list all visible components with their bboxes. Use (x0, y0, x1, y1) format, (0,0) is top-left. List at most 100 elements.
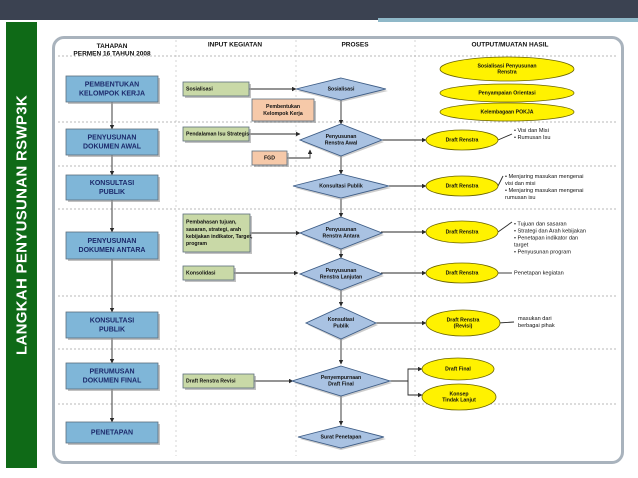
process-konsultasi-publik-1-line: Konsultasi Publik (319, 183, 363, 189)
input-pendalaman-isu-label: Pendalaman Isu Strategis (186, 131, 249, 137)
output-kelembagaan-pokja (439, 102, 575, 122)
output-konsep-tindak-lanjut (421, 383, 497, 411)
output-draft-renstra-2-shape (425, 175, 499, 197)
process-penyusunan-renstra-awal-line: Penyusunan (326, 134, 357, 140)
output-draft-renstra-1-shape (425, 129, 499, 151)
output-draft-renstra-1 (425, 129, 499, 151)
process-sosialisasi-shape (295, 77, 387, 101)
process-surat-penetapan (297, 425, 386, 450)
input-pembahasan-line: kebijakan indikator, Target, (186, 234, 253, 240)
input-pendalaman-isu-shape (182, 126, 250, 142)
input-pembahasan-line: Pembahasan tujuan, (186, 220, 237, 226)
output-draft-renstra-revisi-line: (Revisi) (454, 323, 473, 329)
stage-konsultasi-publik-2 (65, 311, 160, 340)
note-menjaring-masukan-line: • Menjaring masukan mengenai (505, 188, 583, 194)
stage-pembentukan-kelompok-kerja (65, 75, 160, 104)
stage-pembentukan-kelompok-kerja-shape (65, 75, 159, 103)
col-header-input-line: INPUT KEGIATAN (208, 42, 263, 49)
input-pembahasan (182, 213, 252, 254)
input-pembentukan-kelompok-kerja-shape (251, 98, 315, 122)
process-penyempurnaan-draft-final-line: Penyempurnaan (321, 375, 361, 381)
output-draft-renstra-revisi (425, 309, 501, 337)
note-menjaring-masukan-line: rumusan isu (505, 195, 535, 201)
output-draft-final-shape (421, 357, 495, 381)
note-visi-misi-line: • Visi dan Misi (514, 128, 549, 134)
stage-konsultasi-publik-2-line: PUBLIK (99, 326, 125, 333)
input-fgd-line: FGD (264, 155, 275, 161)
output-draft-renstra-1-label: Draft Renstra (446, 137, 479, 143)
out-flow-final (389, 366, 423, 382)
col-header-proses-label: PROSES (341, 42, 369, 49)
output-draft-renstra-revisi-line: Draft Renstra (447, 317, 480, 323)
out-flow-konsep (407, 381, 423, 398)
input-fgd-label: FGD (264, 155, 275, 161)
output-draft-renstra-3-line: Draft Renstra (446, 229, 479, 235)
input-pembahasan-line: sasaran, strategi, arah (186, 227, 241, 233)
output-penyampaian-orientasi-label: Penyampaian Orientasi (478, 90, 536, 96)
stage-konsultasi-publik-1-line: PUBLIK (99, 189, 125, 196)
process-konsultasi-publik-2 (304, 306, 378, 341)
stage-konsultasi-publik-1 (65, 174, 160, 202)
stage-konsultasi-publik-2-line: KONSULTASI (90, 317, 135, 324)
process-penyusunan-renstra-lanjutan-line: Penyusunan (326, 268, 357, 274)
note-menjaring-masukan-line: • Menjaring masukan mengenai (505, 174, 583, 180)
output-draft-renstra-2-line: Draft Renstra (446, 183, 479, 189)
input-fgd (251, 150, 289, 167)
process-penyusunan-renstra-lanjutan-shape (298, 257, 384, 291)
process-penyempurnaan-draft-final-line: Draft Final (328, 382, 354, 388)
process-konsultasi-publik-2-line: Konsultasi (328, 317, 355, 323)
process-sosialisasi-label: Sosialisasi (328, 86, 355, 92)
input-sosialisasi (182, 81, 251, 98)
output-draft-renstra-revisi-label: Draft Renstra(Revisi) (447, 317, 480, 329)
output-sosialisasi-penyusunan-renstra-line: Sosialisasi Penyusunan (477, 63, 536, 69)
input-sosialisasi-label: Sosialisasi (186, 86, 213, 92)
stage-penyusunan-dokumen-awal (65, 128, 160, 157)
output-konsep-tindak-lanjut-line: Konsep (449, 391, 468, 397)
process-penyusunan-renstra-antara-line: Penyusunan (326, 227, 357, 233)
output-draft-final-line: Draft Final (445, 366, 471, 372)
stage-penyusunan-dokumen-antara-line: DOKUMEN ANTARA (79, 247, 146, 254)
stage-perumusan-dokumen-final (65, 362, 160, 391)
title-sidebar (6, 22, 37, 468)
stage-konsultasi-publik-1-line: KONSULTASI (90, 180, 135, 187)
stage-konsultasi-publik-2-label: KONSULTASI PUBLIK (90, 317, 135, 333)
stage-penyusunan-dokumen-antara (65, 231, 160, 261)
note-link-2 (497, 175, 504, 187)
output-kelembagaan-pokja-line: Kelembagaan POKJA (480, 109, 533, 115)
note-tujuan-sasaran-line: • Penyusunan program (514, 249, 571, 255)
stage-perumusan-dokumen-final-line: PERUMUSAN (89, 368, 134, 375)
output-sosialisasi-penyusunan-renstra-line: Renstra (497, 69, 516, 75)
stage-perumusan-dokumen-final-line: DOKUMEN FINAL (83, 377, 142, 384)
stage-pembentukan-kelompok-kerja-line: KELOMPOK KERJA (79, 90, 145, 97)
process-penyempurnaan-draft-final (290, 365, 392, 398)
process-penyusunan-renstra-awal-shape (298, 123, 384, 157)
stage-penetapan (65, 421, 160, 445)
note-link-1 (497, 133, 513, 141)
note-masukan-berbagai-pihak-line: berbagai pihak (518, 323, 555, 329)
process-penyusunan-renstra-lanjutan (298, 257, 384, 292)
output-draft-final-label: Draft Final (445, 366, 471, 372)
stage-konsultasi-publik-2-shape (65, 311, 159, 339)
note-visi-misi-label: • Visi dan Misi• Rumusan Isu (514, 128, 550, 141)
stage-penyusunan-dokumen-awal-line: PENYUSUNAN (87, 134, 136, 141)
output-draft-renstra-1-line: Draft Renstra (446, 137, 479, 143)
col-header-proses-line: PROSES (341, 42, 369, 49)
input-draft-renstra-revisi-line: Draft Renstra Revisi (186, 378, 236, 384)
process-surat-penetapan-line: Surat Penetapan (321, 434, 362, 440)
note-tujuan-sasaran-line: • Penetapan indikator dan (514, 235, 578, 241)
stage-perumusan-dokumen-final-shape (65, 362, 159, 390)
input-draft-renstra-revisi-shape (182, 373, 255, 389)
note-link-3 (497, 221, 513, 233)
note-tujuan-sasaran-label: • Tujuan dan sasaran• Strategi dan Arah … (514, 221, 586, 255)
input-pembahasan-label: Pembahasan tujuan,sasaran, strategi, ara… (186, 220, 253, 248)
stage-penetapan-line: PENETAPAN (91, 429, 133, 436)
process-penyusunan-renstra-awal (298, 123, 384, 158)
